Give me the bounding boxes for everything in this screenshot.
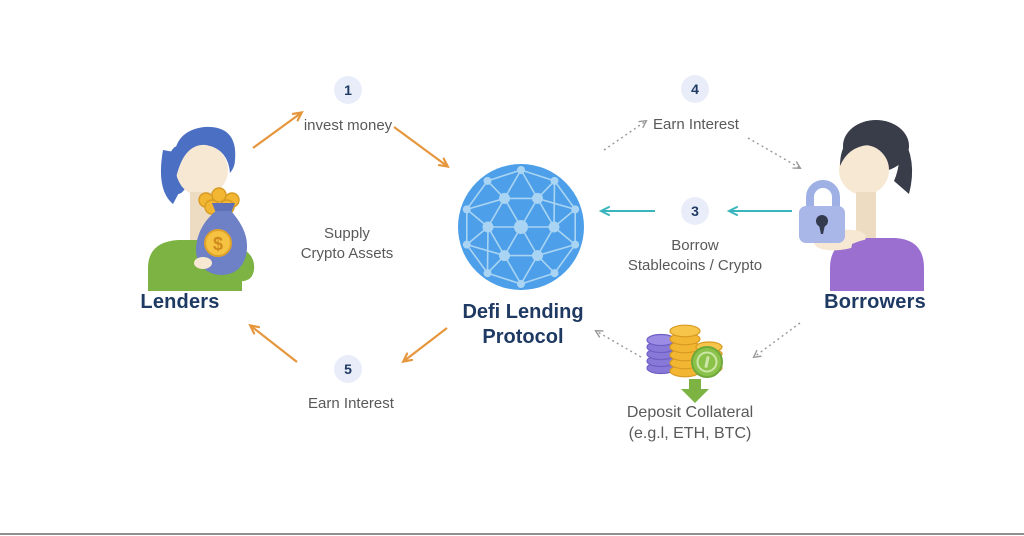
- step-1-label: invest money: [303, 117, 393, 134]
- orange-arrow-lender-to-step1: [252, 110, 304, 149]
- bottom-border-line: [0, 533, 1024, 535]
- protocol-label-line1: Defi Lending: [462, 301, 584, 323]
- lenders-label: Lenders: [140, 291, 220, 313]
- lender-person-icon: $: [148, 126, 255, 291]
- step-3-label: Borrow Stablecoins / Crypto: [628, 236, 762, 276]
- green-coin: [691, 346, 723, 378]
- padlock-icon: [799, 180, 845, 243]
- dashed-arrow-borrower-to-collateral: [752, 322, 801, 359]
- deposit-note-line2: (e.g.l, ETH, BTC): [628, 425, 752, 442]
- borrower-person-icon: [799, 120, 924, 291]
- step-1-badge: 1: [334, 76, 362, 104]
- supply-note-line1: Supply: [324, 225, 370, 242]
- green-down-arrow-icon: [681, 379, 709, 403]
- network-globe-icon: [458, 164, 584, 290]
- deposit-note: Deposit Collateral (e.g.l, ETH, BTC): [627, 402, 753, 444]
- step-4-badge: 4: [681, 75, 709, 103]
- dashed-arrow-collateral-to-protocol: [594, 330, 642, 358]
- deposit-note-line1: Deposit Collateral: [626, 404, 754, 421]
- supply-note-line2: Crypto Assets: [300, 245, 394, 262]
- collateral-coins-icon: [646, 324, 723, 378]
- dashed-arrow-step4-to-borrower: [747, 137, 802, 169]
- step-4-number: 4: [691, 81, 699, 97]
- step-1-number: 1: [344, 82, 352, 98]
- money-bag-icon: $: [194, 187, 247, 275]
- dashed-arrow-protocol-to-step4: [603, 119, 648, 151]
- svg-text:$: $: [213, 234, 223, 254]
- step-3-number: 3: [691, 203, 699, 219]
- step-5-number: 5: [344, 361, 352, 377]
- orange-arrow-step5-to-lender: [248, 323, 298, 363]
- borrowers-label: Borrowers: [824, 291, 926, 313]
- step-5-label: Earn Interest: [308, 395, 394, 412]
- step-3-label-line1: Borrow: [671, 237, 719, 254]
- orange-arrow-protocol-to-step5: [401, 327, 448, 364]
- step-3-label-line2: Stablecoins / Crypto: [627, 257, 763, 274]
- protocol-label-line2: Protocol: [482, 326, 564, 348]
- step-5-badge: 5: [334, 355, 362, 383]
- protocol-label: Defi Lending Protocol: [462, 300, 583, 350]
- orange-arrow-step1-to-protocol: [393, 126, 450, 169]
- step-4-label: Earn Interest: [653, 116, 739, 133]
- step-3-badge: 3: [681, 197, 709, 225]
- supply-note: Supply Crypto Assets: [301, 224, 394, 264]
